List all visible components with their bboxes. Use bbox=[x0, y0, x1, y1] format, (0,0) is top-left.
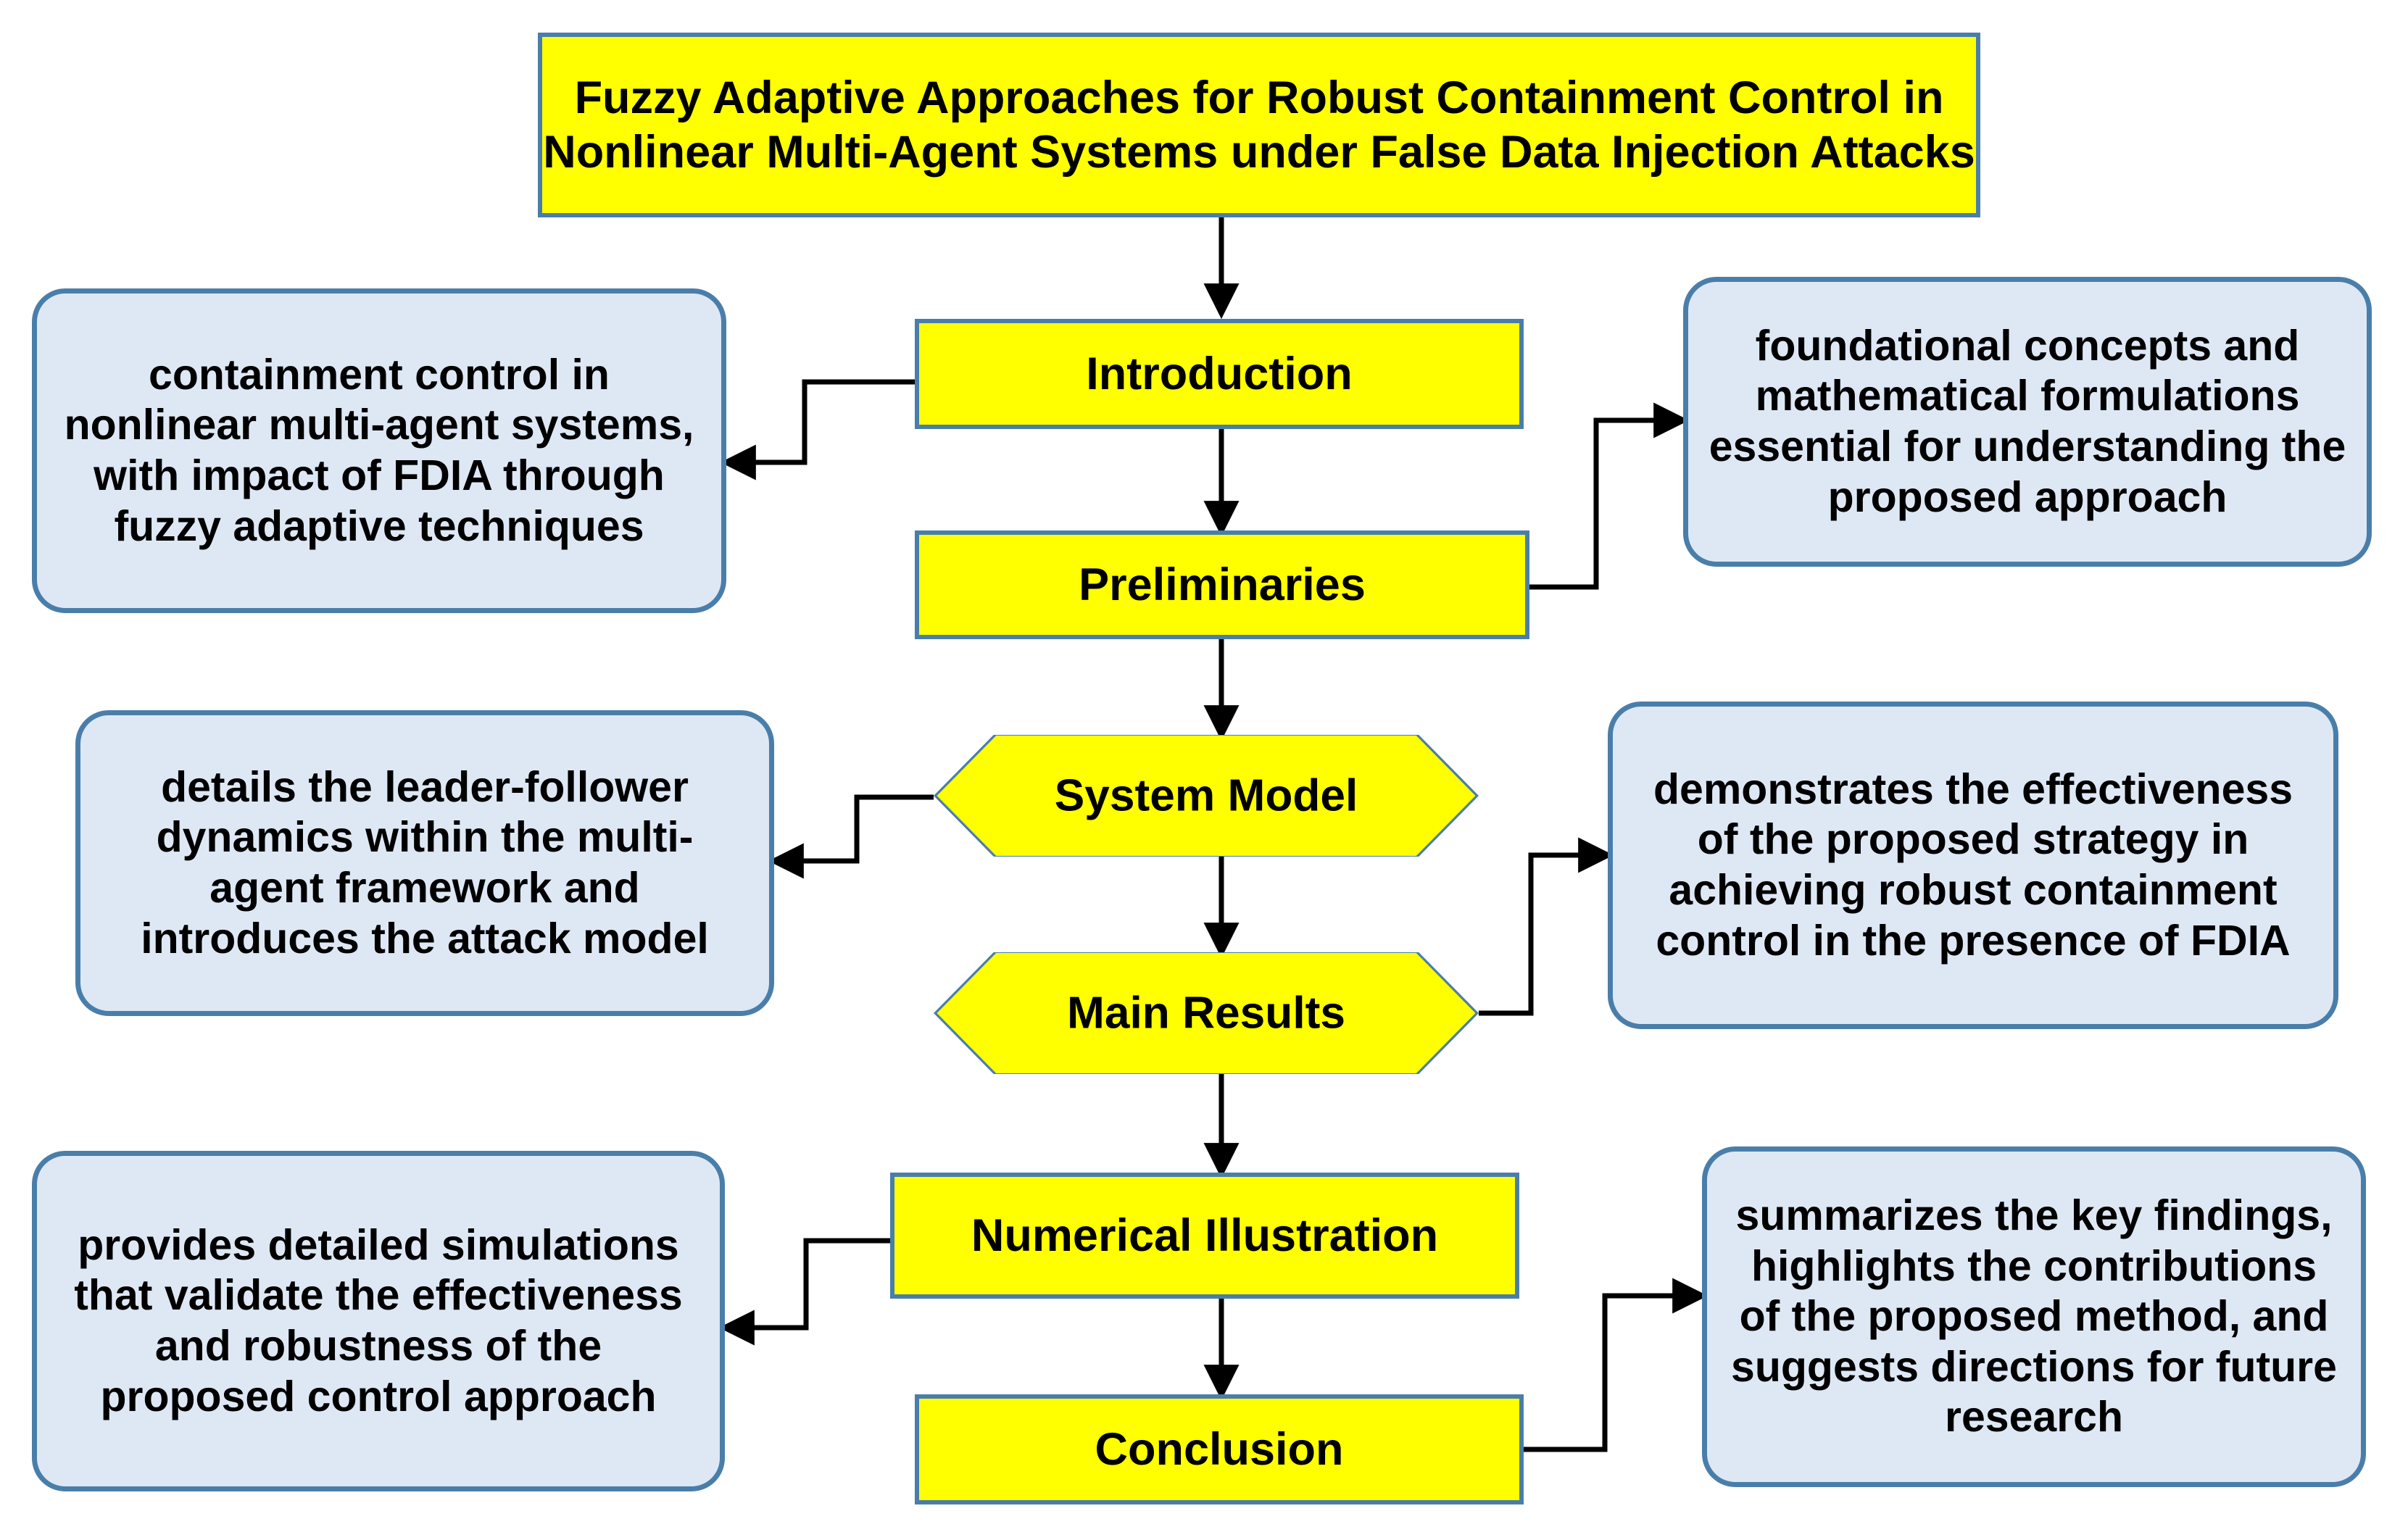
note-system-model[interactable]: details the leader-follower dynamics wit… bbox=[75, 710, 774, 1016]
note-system-model-label: details the leader-follower dynamics wit… bbox=[141, 762, 709, 962]
edge-preliminaries-to-note bbox=[1529, 402, 1690, 590]
node-main-results-body: Main Results bbox=[937, 953, 1476, 1073]
note-main-results[interactable]: demonstrates the effectiveness of the pr… bbox=[1608, 702, 2338, 1029]
node-main-results-label: Main Results bbox=[1067, 988, 1345, 1039]
note-main-results-label: demonstrates the effectiveness of the pr… bbox=[1653, 765, 2293, 965]
note-preliminaries[interactable]: foundational concepts and mathematical f… bbox=[1683, 277, 2372, 567]
node-system-model-body: System Model bbox=[937, 736, 1476, 856]
node-system-model[interactable]: System Model bbox=[934, 735, 1479, 857]
note-preliminaries-label: foundational concepts and mathematical f… bbox=[1709, 321, 2346, 521]
node-main-results[interactable]: Main Results bbox=[934, 952, 1479, 1074]
edge-main-results-to-note bbox=[1479, 837, 1614, 1016]
edge-numerical-to-note bbox=[718, 1238, 890, 1346]
node-conclusion[interactable]: Conclusion bbox=[915, 1394, 1524, 1504]
edge-conclusion-to-note bbox=[1522, 1278, 1709, 1452]
edge-introduction-to-note bbox=[720, 379, 915, 480]
note-introduction-label: containment control in nonlinear multi-a… bbox=[64, 350, 694, 550]
note-introduction[interactable]: containment control in nonlinear multi-a… bbox=[32, 288, 726, 613]
node-numerical-illustration-label: Numerical Illustration bbox=[971, 1210, 1439, 1261]
node-system-model-label: System Model bbox=[1054, 770, 1358, 821]
node-title[interactable]: Fuzzy Adaptive Approaches for Robust Con… bbox=[538, 33, 1980, 217]
node-title-label: Fuzzy Adaptive Approaches for Robust Con… bbox=[543, 72, 1975, 178]
node-preliminaries-label: Preliminaries bbox=[1079, 559, 1366, 610]
node-introduction[interactable]: Introduction bbox=[915, 319, 1524, 429]
node-introduction-label: Introduction bbox=[1086, 348, 1353, 399]
node-preliminaries[interactable]: Preliminaries bbox=[915, 530, 1529, 639]
node-conclusion-label: Conclusion bbox=[1095, 1423, 1344, 1475]
note-conclusion-label: summarizes the key findings, highlights … bbox=[1731, 1191, 2337, 1441]
note-numerical-illustration[interactable]: provides detailed simulations that valid… bbox=[32, 1151, 725, 1491]
node-numerical-illustration[interactable]: Numerical Illustration bbox=[890, 1173, 1519, 1299]
note-conclusion[interactable]: summarizes the key findings, highlights … bbox=[1702, 1146, 2366, 1487]
note-numerical-illustration-label: provides detailed simulations that valid… bbox=[74, 1220, 683, 1420]
edge-system-model-to-note bbox=[768, 794, 934, 879]
